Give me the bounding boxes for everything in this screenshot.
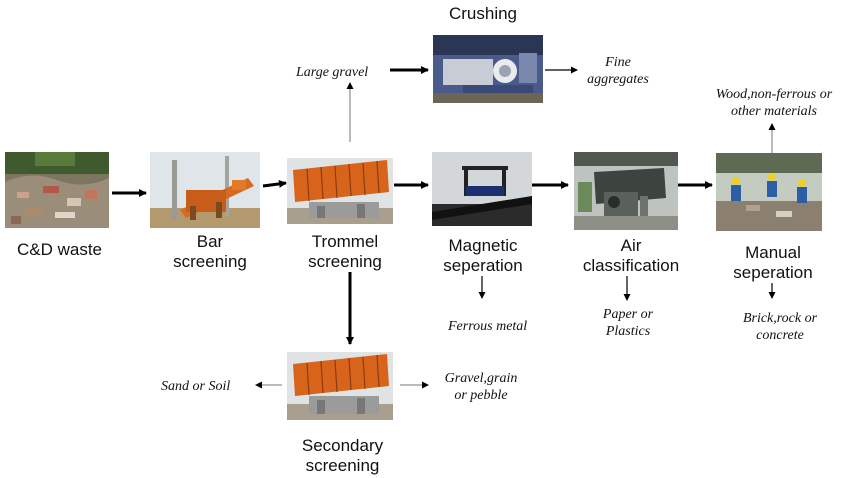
output-wood-line1: Wood,non-ferrous or: [715, 87, 833, 102]
cd-waste-photo: [5, 152, 109, 228]
label-trommel-line2: screening: [308, 252, 382, 271]
output-brick-line2: concrete: [756, 328, 804, 343]
air-classification-photo: [574, 152, 678, 230]
output-fine-line1: Fine: [605, 55, 631, 70]
label-bar-screening-line2: screening: [173, 252, 247, 271]
trommel-photo: [287, 158, 393, 224]
label-secondary-line1: Secondary: [301, 436, 384, 455]
output-wood-nonferrous: Wood,non-ferrous or other materials: [704, 86, 844, 120]
output-wood-line2: other materials: [731, 104, 817, 119]
label-secondary-line2: screening: [305, 456, 380, 475]
arrow-bar-to-trommel: [262, 179, 287, 188]
label-manual-line2: seperation: [733, 263, 813, 282]
label-cd-waste: C&D waste: [16, 240, 103, 259]
output-gravel-line1: Gravel,grain: [444, 371, 518, 386]
output-brick-rock: Brick,rock or concrete: [734, 310, 826, 344]
secondary-screening-photo: [287, 352, 393, 420]
crushing-photo: [433, 35, 543, 103]
label-manual-line1: Manual: [745, 243, 801, 262]
output-gravel-line2: or pebble: [454, 388, 508, 403]
output-brick-line1: Brick,rock or: [742, 311, 818, 326]
output-gravel-grain: Gravel,grain or pebble: [436, 370, 526, 404]
output-fine-aggregates: Fine aggregates: [583, 54, 653, 88]
label-bar-screening: Bar screening: [160, 232, 260, 272]
label-magnetic-line1: Magnetic: [448, 236, 518, 255]
label-crushing: Crushing: [448, 4, 518, 23]
label-trommel-line1: Trommel: [311, 232, 379, 251]
label-secondary-screening: Secondary screening: [285, 436, 400, 476]
manual-separation-photo: [716, 153, 822, 231]
label-manual-separation: Manual seperation: [718, 243, 828, 283]
output-ferrous-metal: Ferrous metal: [448, 319, 528, 334]
output-paper-line2: Plastics: [605, 324, 651, 339]
label-bar-screening-line1: Bar: [196, 232, 224, 251]
label-air-line2: classification: [582, 256, 680, 275]
label-air-classification: Air classification: [572, 236, 690, 276]
bar-screening-photo: [150, 152, 260, 228]
output-fine-line2: aggregates: [587, 72, 649, 87]
output-large-gravel: Large gravel: [296, 65, 369, 80]
label-magnetic-separation: Magnetic seperation: [430, 236, 536, 276]
output-paper-line1: Paper or: [602, 307, 654, 322]
label-air-line1: Air: [620, 236, 642, 255]
magnetic-separation-photo: [432, 152, 532, 226]
output-sand-soil: Sand or Soil: [161, 379, 231, 394]
label-magnetic-line2: seperation: [443, 256, 523, 275]
output-paper-plastics: Paper or Plastics: [592, 306, 664, 340]
label-trommel-screening: Trommel screening: [290, 232, 400, 272]
